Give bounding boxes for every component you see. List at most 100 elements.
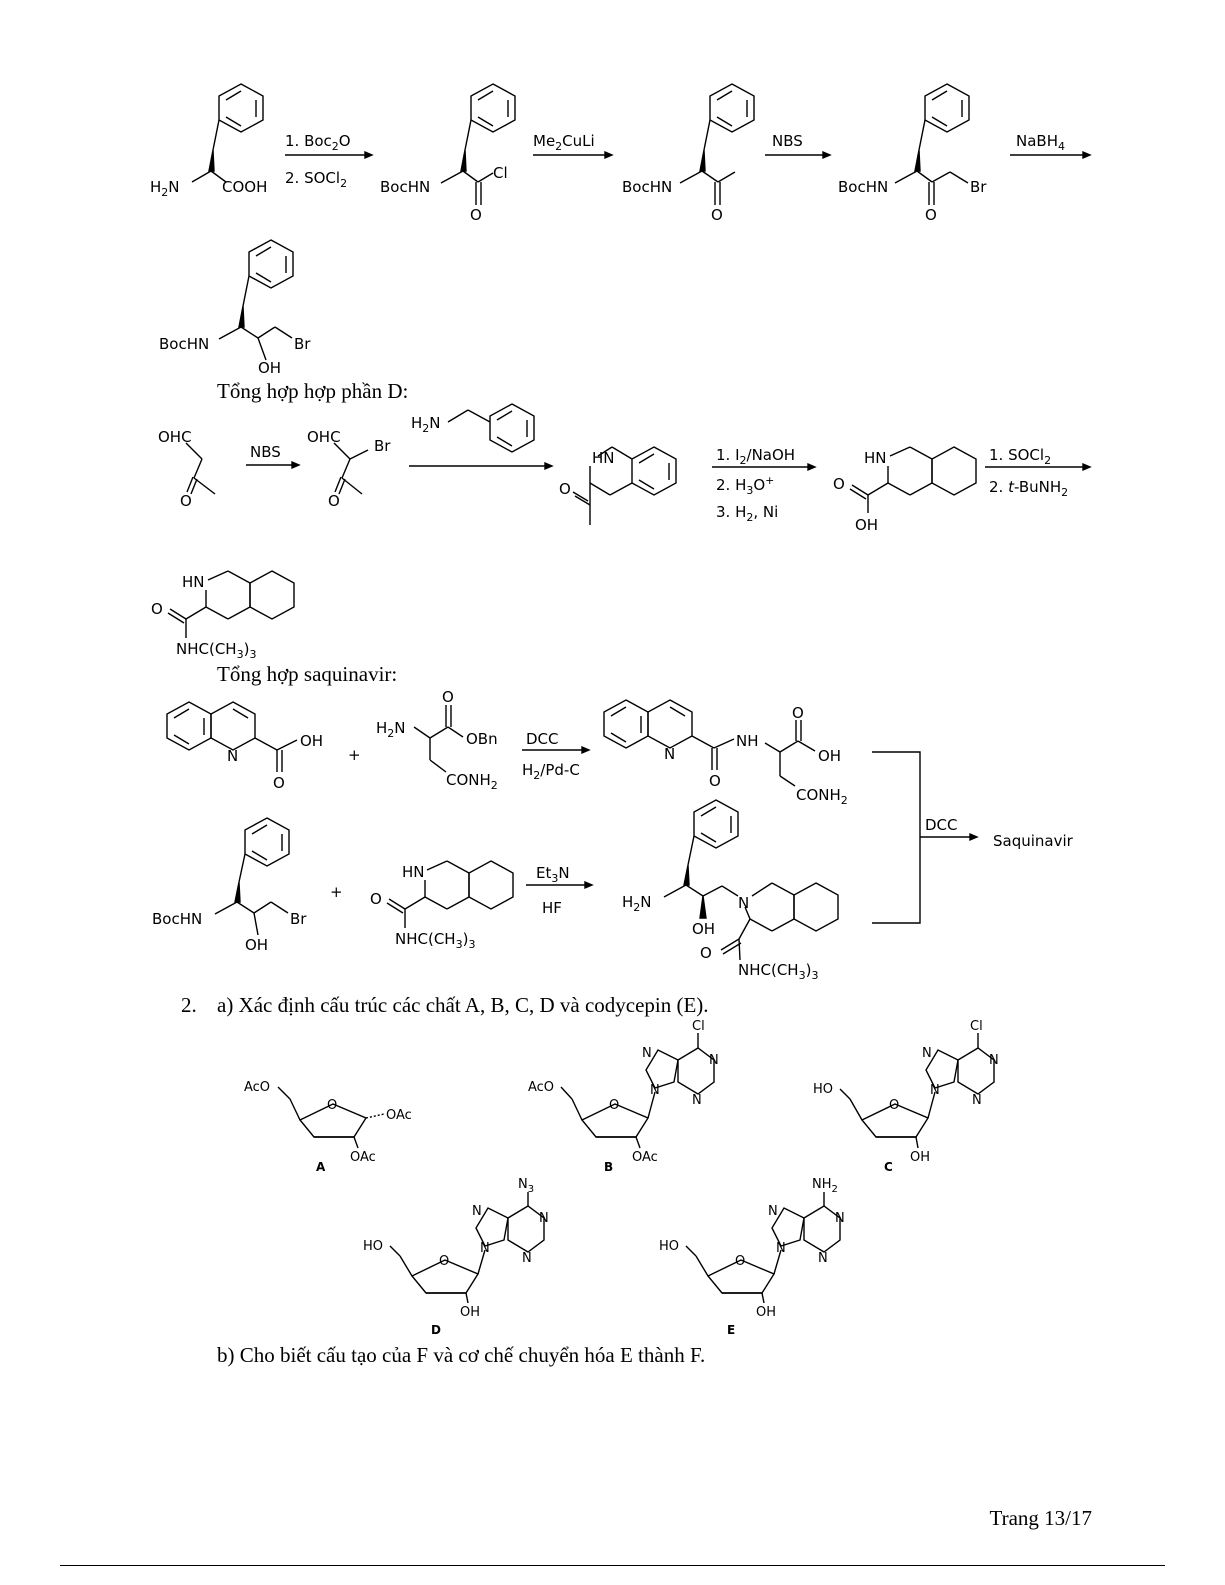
cyclization-arrow (409, 461, 554, 471)
boc-bromohydrin-reagent-structure: BocHN Br OH (152, 817, 307, 954)
svg-text:Cl: Cl (692, 1019, 705, 1034)
compound-label-a: A (316, 1160, 326, 1174)
asparagine-benzyl-ester-structure: H2N O OBn CONH2 (376, 688, 498, 792)
svg-text:OH: OH (300, 732, 323, 750)
compound-d-structure: HO O OH N N N N N3 D (363, 1177, 549, 1337)
svg-text:DCC: DCC (526, 730, 559, 748)
svg-text:NH2: NH2 (812, 1177, 838, 1195)
oxobutanal-structure: OHC O (158, 428, 216, 510)
svg-text:H2N: H2N (150, 178, 180, 199)
compound-label-c: C (884, 1160, 893, 1174)
page-number: Trang 13/17 (989, 1506, 1093, 1530)
quinoline-carboxylic-acid-structure: N OH O (166, 701, 323, 792)
svg-text:O: O (328, 492, 340, 510)
svg-text:BocHN: BocHN (380, 178, 430, 196)
svg-text:AcO: AcO (244, 1080, 270, 1095)
nbs-arrow: NBS (246, 443, 301, 470)
compound-label-b: B (604, 1160, 613, 1174)
acetyl-tetrahydroisoquinoline-structure: HN O (559, 446, 677, 525)
svg-text:OH: OH (460, 1305, 480, 1320)
svg-text:OHC: OHC (307, 428, 341, 446)
svg-text:O: O (180, 492, 192, 510)
question-2-number: 2. (181, 993, 197, 1017)
compound-b-structure: AcO O OAc N N N N Cl B (528, 1019, 719, 1174)
svg-text:BocHN: BocHN (838, 178, 888, 196)
fragment-d-amide-structure: HN O NHC(CH3)3 (151, 570, 295, 661)
svg-text:HF: HF (542, 899, 562, 917)
svg-text:HO: HO (659, 1239, 679, 1254)
bottom-rule (60, 1565, 1165, 1566)
svg-text:N: N (709, 1053, 719, 1068)
svg-text:O: O (370, 890, 382, 908)
svg-text:OH: OH (692, 920, 715, 938)
svg-text:N: N (539, 1211, 549, 1226)
svg-text:O: O (559, 480, 571, 498)
svg-text:OHC: OHC (158, 428, 192, 446)
svg-text:2. t-BuNH2: 2. t-BuNH2 (989, 478, 1068, 499)
svg-text:N: N (972, 1093, 982, 1108)
amino-alcohol-decahydroisoquinoline-structure: H2N N OH O NHC(CH3)3 (622, 799, 839, 982)
svg-text:N: N (738, 894, 749, 912)
svg-text:OH: OH (756, 1305, 776, 1320)
svg-text:NHC(CH3)3: NHC(CH3)3 (176, 640, 256, 661)
reaction-arrow-4: NaBH4 (1010, 132, 1092, 160)
final-coupling-bracket: DCC Saquinavir (872, 751, 1074, 924)
svg-text:O: O (439, 1254, 449, 1269)
svg-text:CONH2: CONH2 (796, 786, 848, 807)
svg-text:DCC: DCC (925, 816, 958, 834)
svg-text:O: O (889, 1098, 899, 1113)
svg-text:+: + (330, 883, 343, 901)
svg-text:OAc: OAc (386, 1108, 412, 1123)
svg-text:H2N: H2N (622, 893, 652, 914)
compound-c-structure: HO O OH N N N N Cl C (813, 1019, 999, 1174)
bromo-oxobutanal-structure: OHC Br O (307, 428, 391, 510)
svg-text:O: O (327, 1098, 337, 1113)
phenylalanine-structure: H2N COOH (150, 83, 267, 199)
svg-text:Br: Br (294, 335, 311, 353)
svg-text:NHC(CH3)3: NHC(CH3)3 (395, 930, 475, 951)
svg-text:NH: NH (736, 732, 759, 750)
svg-text:Br: Br (374, 437, 391, 455)
svg-text:N: N (768, 1204, 778, 1219)
svg-text:NBS: NBS (772, 132, 803, 150)
svg-text:OH: OH (910, 1150, 930, 1165)
section-d-heading: Tổng hợp hợp phần D: (217, 379, 409, 403)
svg-text:NBS: NBS (250, 443, 281, 461)
boc-bromohydrin-structure: BocHN Br OH (159, 239, 311, 377)
svg-text:OAc: OAc (632, 1150, 658, 1165)
svg-text:OAc: OAc (350, 1150, 376, 1165)
svg-text:O: O (609, 1098, 619, 1113)
svg-text:HN: HN (592, 449, 615, 467)
svg-text:N: N (480, 1241, 490, 1256)
svg-text:2. H3O+: 2. H3O+ (716, 474, 774, 497)
svg-text:Br: Br (970, 178, 987, 196)
svg-text:H2N: H2N (411, 414, 441, 435)
svg-text:OH: OH (245, 936, 268, 954)
svg-text:O: O (735, 1254, 745, 1269)
svg-text:CONH2: CONH2 (446, 771, 498, 792)
svg-text:N: N (642, 1046, 652, 1061)
svg-text:N: N (472, 1204, 482, 1219)
amidation-arrow: 1. SOCl2 2. t-BuNH2 (985, 446, 1092, 499)
svg-text:H2N: H2N (376, 719, 406, 740)
svg-text:HN: HN (864, 449, 887, 467)
svg-text:O: O (700, 944, 712, 962)
section-saquinavir-heading: Tổng hợp saquinavir: (217, 662, 398, 686)
svg-text:NaBH4: NaBH4 (1016, 132, 1065, 153)
boc-methyl-ketone-structure: BocHN O (622, 83, 755, 224)
svg-text:1. I2/NaOH: 1. I2/NaOH (716, 446, 795, 467)
svg-text:AcO: AcO (528, 1080, 554, 1095)
svg-text:COOH: COOH (222, 178, 267, 196)
svg-text:HN: HN (182, 573, 205, 591)
svg-text:N: N (664, 745, 675, 763)
fragment-d-reagent-structure: HN O NHC(CH3)3 (370, 860, 514, 951)
reaction-arrow-3: NBS (765, 132, 832, 160)
boc-bromoketone-structure: BocHN Br O (838, 83, 987, 224)
et3n-arrow: Et3N HF (526, 864, 594, 917)
svg-text:OH: OH (818, 747, 841, 765)
question-2a-text: a) Xác định cấu trúc các chất A, B, C, D… (217, 993, 709, 1017)
svg-text:O: O (709, 772, 721, 790)
svg-text:HN: HN (402, 863, 425, 881)
